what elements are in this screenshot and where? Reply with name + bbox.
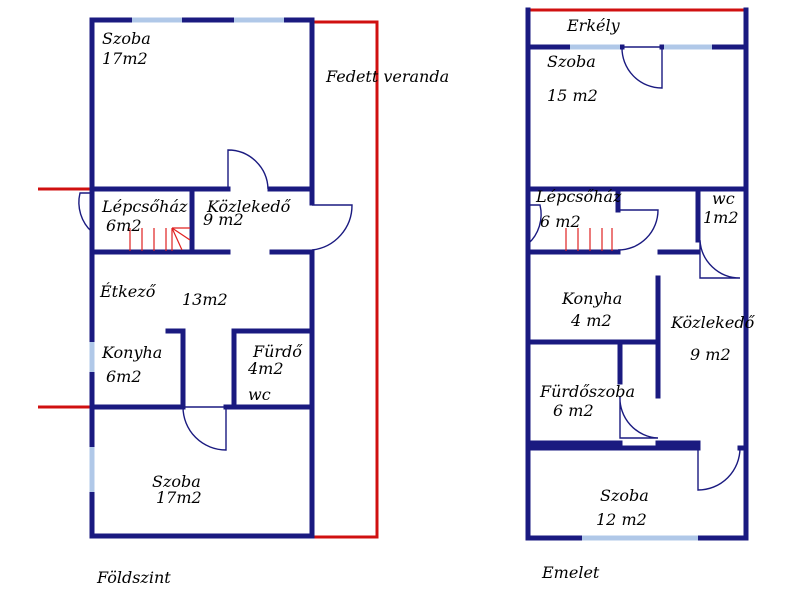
- gf-lepcsohaz-area: 6m2: [106, 216, 142, 235]
- uf-konyha-name: Konyha: [561, 289, 622, 308]
- upper-inner-walls: [525, 44, 749, 451]
- uf-lepcsohaz-area: 6 m2: [540, 212, 581, 231]
- gf-szoba-bottom-name: Szoba: [152, 472, 201, 491]
- uf-furdoszoba-name: Fürdőszoba: [539, 382, 635, 401]
- gf-konyha-area: 6m2: [106, 367, 142, 386]
- ground-doors: [78, 149, 353, 451]
- gf-wc-name: wc: [248, 385, 271, 404]
- gf-furdo-area: 4m2: [247, 359, 284, 378]
- gf-kozlekedo-name: Közlekedő: [206, 197, 292, 216]
- gf-szoba-top-area: 17m2: [102, 49, 148, 68]
- gf-etkezo-area: 13m2: [182, 290, 228, 309]
- upper-floor-plan: Erkély Szoba 15 m2 Lépcsőház 6 m2 wc 1m2…: [525, 7, 756, 582]
- veranda-label: Fedett veranda: [325, 67, 449, 86]
- uf-erkely-name: Erkély: [566, 16, 621, 35]
- upper-doors: [527, 46, 741, 491]
- gf-szoba-bottom-area: 17m2: [156, 488, 202, 507]
- uf-kozlekedo-name: Közlekedő: [670, 313, 756, 332]
- ground-windows: [89, 17, 284, 492]
- uf-wc-area: 1m2: [703, 208, 739, 227]
- gf-etkezo-name: Étkező: [99, 281, 157, 301]
- uf-szoba-top-area: 15 m2: [547, 86, 598, 105]
- ground-inner-walls: [89, 186, 315, 410]
- uf-szoba-bottom-name: Szoba: [600, 486, 649, 505]
- uf-szoba-top-name: Szoba: [547, 52, 596, 71]
- gf-lepcsohaz-name: Lépcsőház: [101, 197, 188, 216]
- uf-wc-name: wc: [712, 189, 735, 208]
- uf-konyha-area: 4 m2: [570, 311, 612, 330]
- ground-floor-caption: Földszint: [96, 568, 171, 587]
- veranda-outline: [312, 20, 379, 539]
- gf-kozlekedo-area: 9 m2: [203, 210, 244, 229]
- ground-floor-plan: Szoba 17m2 Fedett veranda Lépcsőház 6m2 …: [38, 17, 449, 587]
- uf-kozlekedo-area: 9 m2: [690, 345, 731, 364]
- gf-szoba-top-name: Szoba: [102, 29, 151, 48]
- upper-floor-caption: Emelet: [541, 563, 600, 582]
- upper-windows: [570, 44, 712, 541]
- gf-furdo-name: Fürdő: [252, 342, 303, 361]
- uf-furdoszoba-area: 6 m2: [553, 401, 594, 420]
- uf-szoba-bottom-area: 12 m2: [596, 510, 647, 529]
- upper-stairs: [565, 228, 613, 251]
- uf-lepcsohaz-name: Lépcsőház: [535, 187, 622, 206]
- ground-stairs: [129, 227, 191, 251]
- ground-outer-walls: [89, 17, 315, 539]
- gf-konyha-name: Konyha: [101, 343, 162, 362]
